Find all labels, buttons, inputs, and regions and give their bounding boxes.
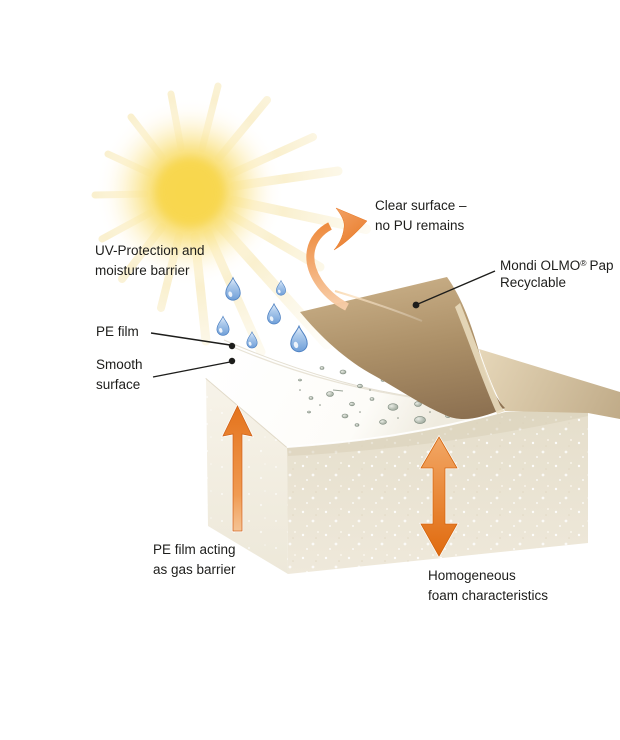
label-pe-film-gas-barrier: PE film acting as gas barrier [153,540,236,580]
label-mondi-olmo: Mondi OLMO®Pap Recyclable [500,253,614,293]
label-line: Mondi OLMO®Pap [500,258,614,273]
registered-trademark-symbol: ® [580,258,587,268]
label-line: foam characteristics [428,588,549,603]
label-line: Smooth [96,357,143,372]
sun-icon [95,97,285,287]
film-shadow [287,410,588,456]
label-clear-surface: Clear surface – no PU remains [375,196,467,236]
label-line: PE film [96,324,139,339]
label-homogeneous-foam: Homogeneous foam characteristics [428,566,548,606]
label-line: as gas barrier [153,562,236,577]
leader-dot [228,342,236,350]
label-line: Recyclable [500,275,567,290]
gas-barrier-up-arrow-icon [221,403,254,533]
film-edge-line [225,343,411,398]
peel-motion-line [334,290,423,322]
water-droplet-icon [267,303,281,325]
leader-dot [228,357,236,365]
label-line: Homogeneous [428,568,516,583]
label-line: moisture barrier [95,263,190,278]
label-line: UV-Protection and [95,243,205,258]
water-droplet-icon [290,325,308,353]
label-smooth-surface: Smooth surface [96,355,143,395]
label-pe-film: PE film [96,322,139,342]
leader-lines [150,270,496,378]
label-line: no PU remains [375,218,465,233]
leader-line-pe-film [150,332,231,346]
label-line: PE film acting [153,542,236,557]
label-line: surface [96,377,141,392]
paper-curl [455,303,505,414]
foam-thickness-double-arrow-icon [419,434,459,559]
curved-peel-arrow-icon [306,207,368,311]
leader-line-mondi [417,270,496,305]
mondi-olmo-paper-flap [300,277,505,420]
paper-flat [479,349,620,419]
leader-line-smooth-surface [152,361,231,378]
water-droplet-icon [216,315,230,336]
label-uv-protection: UV-Protection and moisture barrier [95,241,205,281]
leader-dot [412,301,420,309]
label-line: Clear surface – [375,198,467,213]
